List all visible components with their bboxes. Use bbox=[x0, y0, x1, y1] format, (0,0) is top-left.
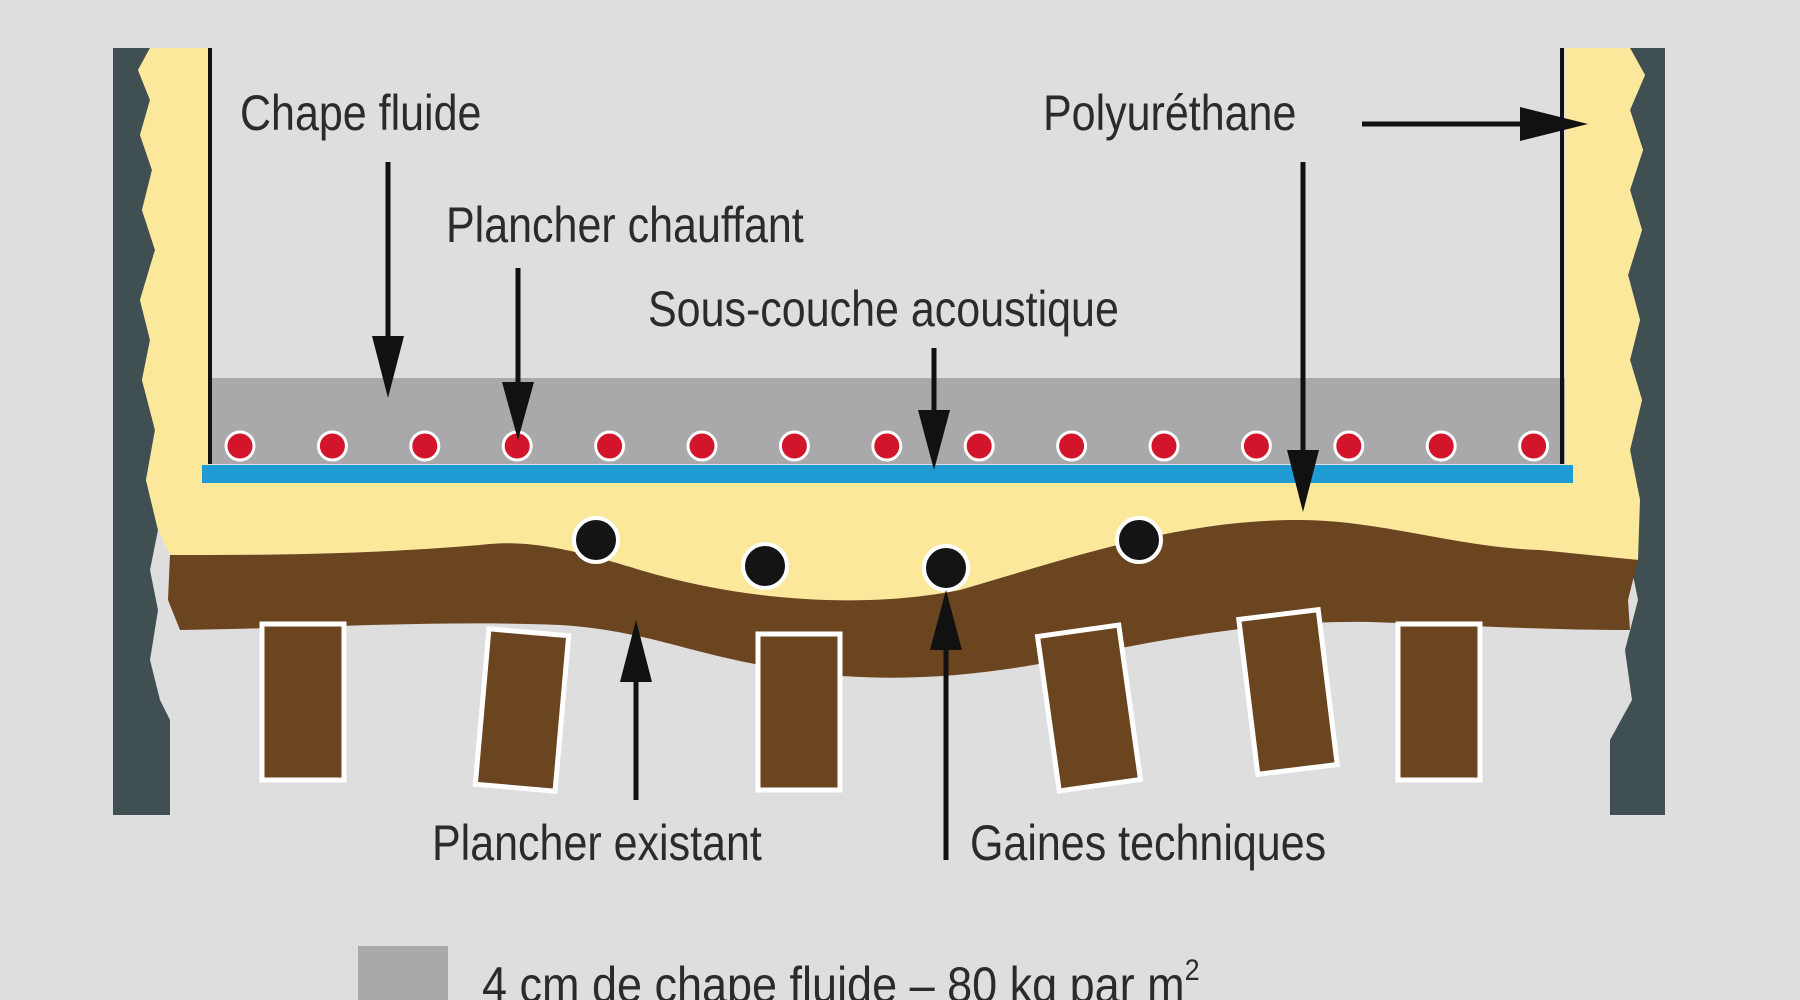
arrow-head bbox=[930, 590, 962, 650]
heating-pipe bbox=[686, 430, 718, 462]
heating-pipes bbox=[224, 430, 1550, 462]
technical-conduit bbox=[741, 542, 789, 590]
label-plancher-existant: Plancher existant bbox=[432, 815, 762, 871]
technical-conduits bbox=[572, 516, 1163, 592]
label-gaines-techniques: Gaines techniques bbox=[970, 815, 1326, 871]
arrow-head bbox=[620, 620, 652, 682]
joist bbox=[259, 621, 347, 783]
heating-pipe bbox=[1333, 430, 1365, 462]
heating-pipe bbox=[871, 430, 903, 462]
joist bbox=[472, 626, 572, 794]
heating-pipe bbox=[963, 430, 995, 462]
label-sous-couche-acoustique: Sous-couche acoustique bbox=[648, 281, 1119, 337]
polyurethane-layer bbox=[138, 48, 1645, 601]
right-wall bbox=[1610, 48, 1665, 815]
joists bbox=[259, 606, 1483, 794]
heating-pipe bbox=[1425, 430, 1457, 462]
legend-main-text: 4 cm de chape fluide – 80 kg par m bbox=[482, 958, 1185, 1000]
joist bbox=[755, 631, 843, 793]
label-polyurethane: Polyuréthane bbox=[1043, 85, 1296, 141]
legend-text: 4 cm de chape fluide – 80 kg par m2 bbox=[482, 954, 1200, 1000]
arrow-head bbox=[502, 382, 534, 440]
legend-swatch-screed bbox=[358, 946, 448, 1000]
heating-pipe bbox=[1148, 430, 1180, 462]
joist bbox=[1034, 622, 1144, 794]
label-plancher-chauffant: Plancher chauffant bbox=[446, 197, 804, 253]
heating-pipe bbox=[778, 430, 810, 462]
leader-arrows bbox=[372, 107, 1588, 860]
joist bbox=[1395, 621, 1483, 783]
joist bbox=[1236, 606, 1340, 778]
heating-pipe bbox=[224, 430, 256, 462]
heating-pipe bbox=[1518, 430, 1550, 462]
technical-conduit bbox=[572, 516, 620, 564]
heating-pipe bbox=[316, 430, 348, 462]
label-chape-fluide: Chape fluide bbox=[240, 85, 481, 141]
technical-conduit bbox=[922, 544, 970, 592]
heating-pipe bbox=[409, 430, 441, 462]
existing-floor-layer bbox=[168, 520, 1638, 678]
arrow-head bbox=[918, 410, 950, 470]
arrow-head bbox=[1287, 450, 1319, 512]
left-wall bbox=[113, 48, 170, 815]
heating-pipe bbox=[1056, 430, 1088, 462]
arrow-head bbox=[372, 336, 404, 398]
legend-superscript: 2 bbox=[1185, 954, 1200, 988]
heating-pipe bbox=[594, 430, 626, 462]
technical-conduit bbox=[1115, 516, 1163, 564]
heating-pipe bbox=[1240, 430, 1272, 462]
arrow-head bbox=[1520, 107, 1588, 141]
